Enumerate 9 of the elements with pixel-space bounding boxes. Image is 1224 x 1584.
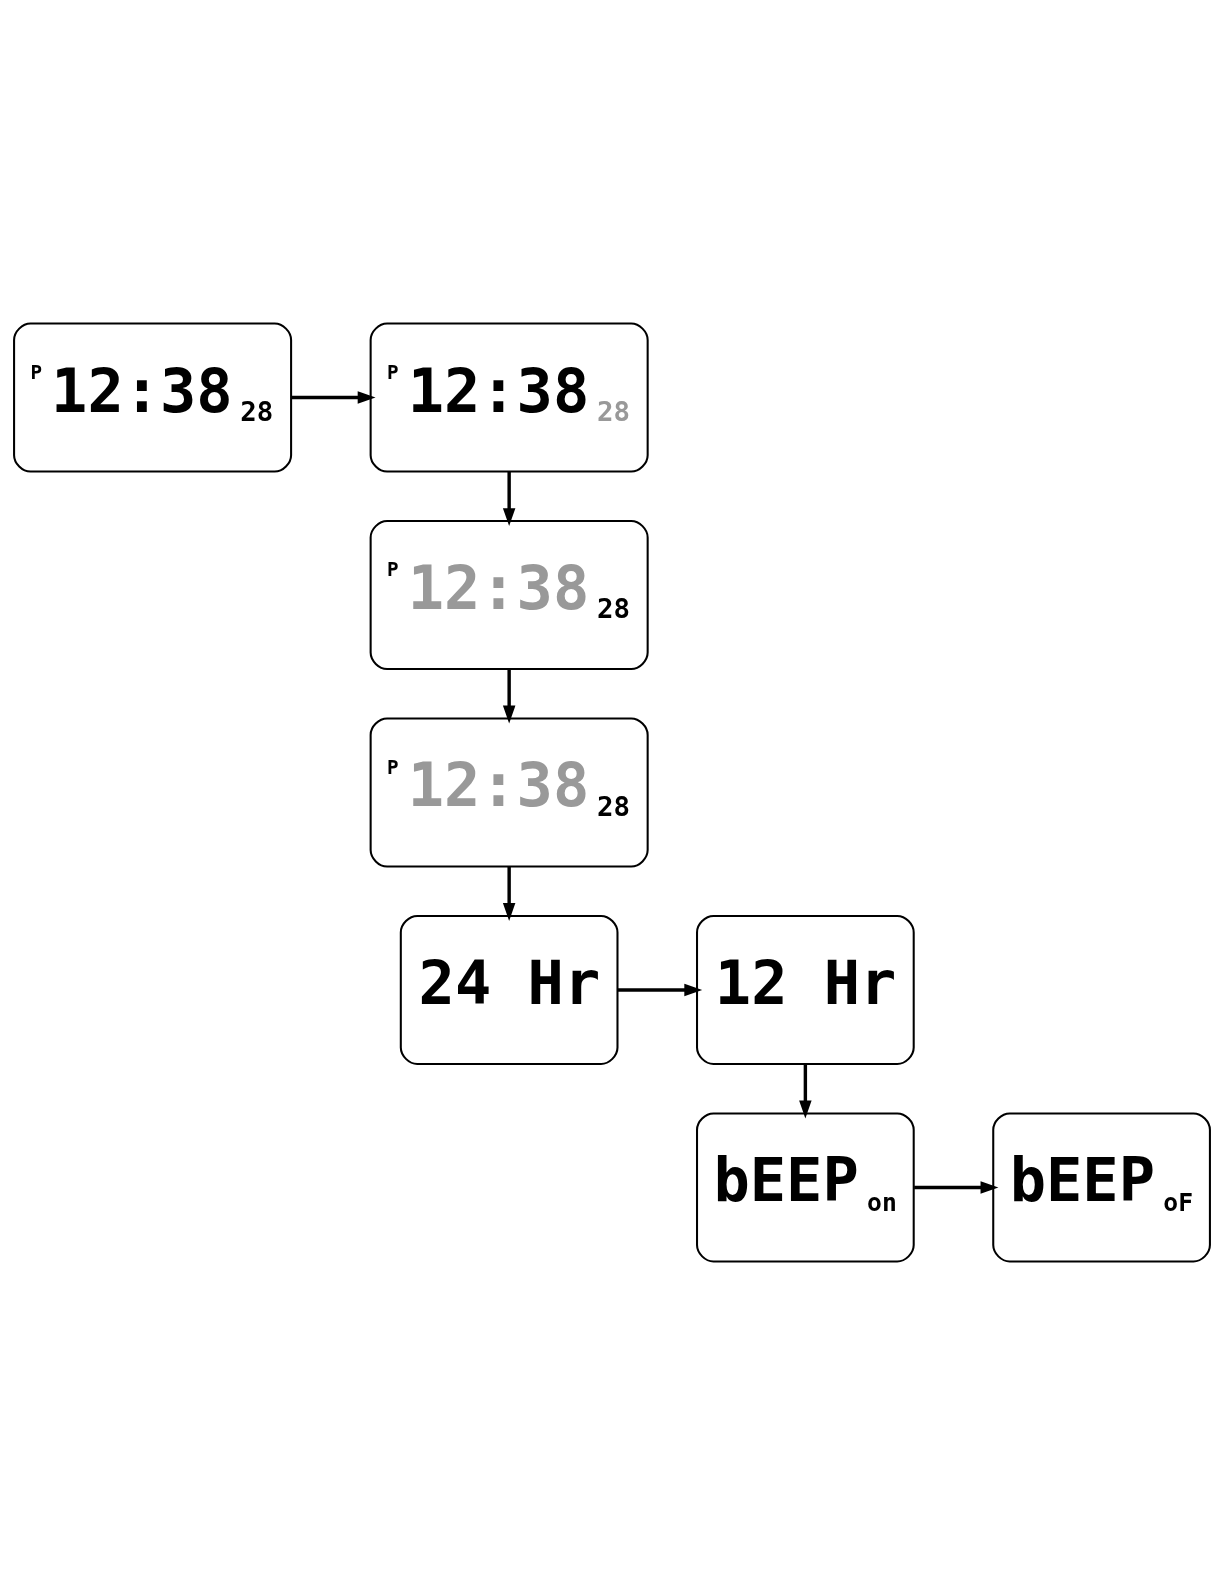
arrow — [799, 1063, 812, 1118]
arrow — [502, 866, 516, 921]
node-box: 12 Hr — [696, 914, 915, 1065]
node-box: 24 Hr — [399, 914, 619, 1065]
arrow — [617, 983, 703, 996]
arrow — [914, 1180, 999, 1194]
arrow — [291, 390, 376, 404]
arrow — [502, 471, 516, 526]
arrow — [502, 668, 516, 723]
